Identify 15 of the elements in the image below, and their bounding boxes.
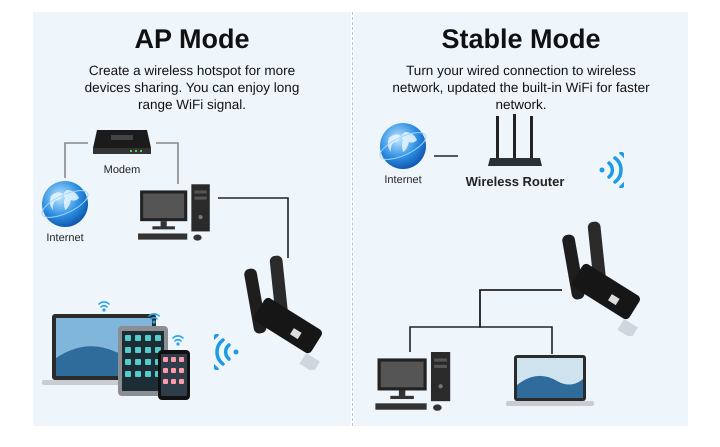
mode-heading: AP Mode [133,24,250,55]
connection-line [218,197,289,258]
mode-panel [354,12,688,426]
device-label: Internet [384,174,422,186]
connection-line [64,142,88,178]
mode-description: Create a wireless hotspot for more devices sharing. You can enjoy long range WiFi signal. [84,62,300,113]
mode-description: Turn your wired connection to wireless network, updated the built-in WiFi for faster network. [391,62,651,113]
device-label: Modem [104,164,140,176]
device-label: Internet [46,232,84,244]
mode-panel [33,12,351,426]
mode-heading: Stable Mode [440,24,602,55]
connection-line [479,289,562,354]
connection-line [434,155,458,157]
connection-line [156,142,179,184]
device-label: Wireless Router [466,174,564,189]
